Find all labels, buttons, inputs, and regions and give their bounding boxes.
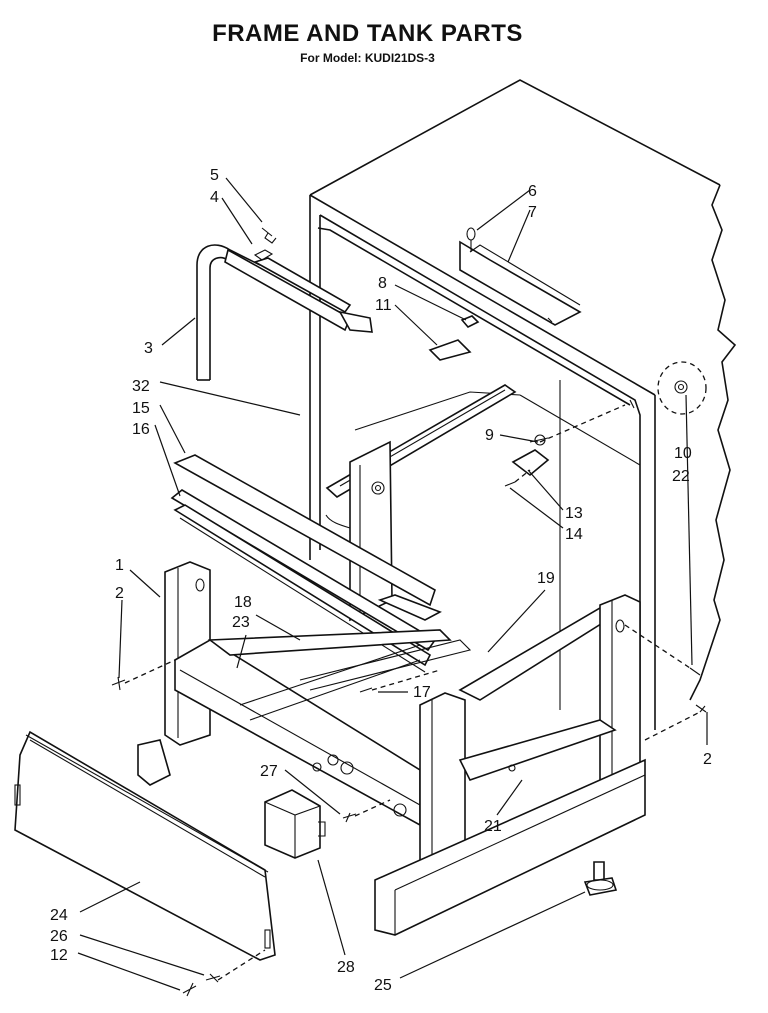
callout-13: 13 <box>565 505 583 522</box>
screw-icon <box>261 227 277 244</box>
callout-2-left: 2 <box>115 585 124 602</box>
callout-2-right: 2 <box>703 751 712 768</box>
top-mounting-bracket <box>459 227 582 326</box>
callout-16: 16 <box>132 421 150 438</box>
callout-5: 5 <box>210 167 219 184</box>
tank-clip <box>428 315 480 361</box>
callout-32: 32 <box>132 378 150 395</box>
front-rail-assembly <box>170 454 442 673</box>
callout-25: 25 <box>374 977 392 994</box>
leveling-leg <box>583 861 618 896</box>
callout-6: 6 <box>528 183 537 200</box>
screw-icon <box>111 667 707 997</box>
callout-14: 14 <box>565 526 583 543</box>
model-subtitle: For Model: KUDI21DS-3 <box>300 51 435 65</box>
callout-28: 28 <box>337 959 355 976</box>
door-seal-bracket <box>196 244 373 381</box>
callout-22: 22 <box>672 468 690 485</box>
callout-4: 4 <box>210 189 219 206</box>
callout-labels: 5 4 6 7 8 11 3 32 15 16 9 10 22 13 14 1 … <box>50 167 712 994</box>
hinge-pin-detail <box>657 361 707 415</box>
latch-bracket <box>504 434 550 487</box>
callout-21: 21 <box>484 818 502 835</box>
callout-18: 18 <box>234 594 252 611</box>
callout-3: 3 <box>144 340 153 357</box>
callout-17: 17 <box>413 684 431 701</box>
callout-7: 7 <box>528 204 537 221</box>
callout-10: 10 <box>674 445 692 462</box>
callout-15: 15 <box>132 400 150 417</box>
base-frame <box>137 561 646 936</box>
tank-body <box>309 79 737 730</box>
callout-11: 11 <box>375 297 392 314</box>
toe-kick-panel <box>14 730 276 961</box>
junction-box <box>264 789 326 859</box>
diagram-title: FRAME AND TANK PARTS <box>212 20 523 47</box>
callout-1: 1 <box>115 557 124 574</box>
callout-19: 19 <box>537 570 555 587</box>
callout-12: 12 <box>50 947 68 964</box>
callout-9: 9 <box>485 427 494 444</box>
callout-leaders <box>77 177 708 991</box>
callout-24: 24 <box>50 907 68 924</box>
callout-26: 26 <box>50 928 68 945</box>
callout-27: 27 <box>260 763 278 780</box>
callout-23: 23 <box>232 614 250 631</box>
callout-8: 8 <box>378 275 387 292</box>
